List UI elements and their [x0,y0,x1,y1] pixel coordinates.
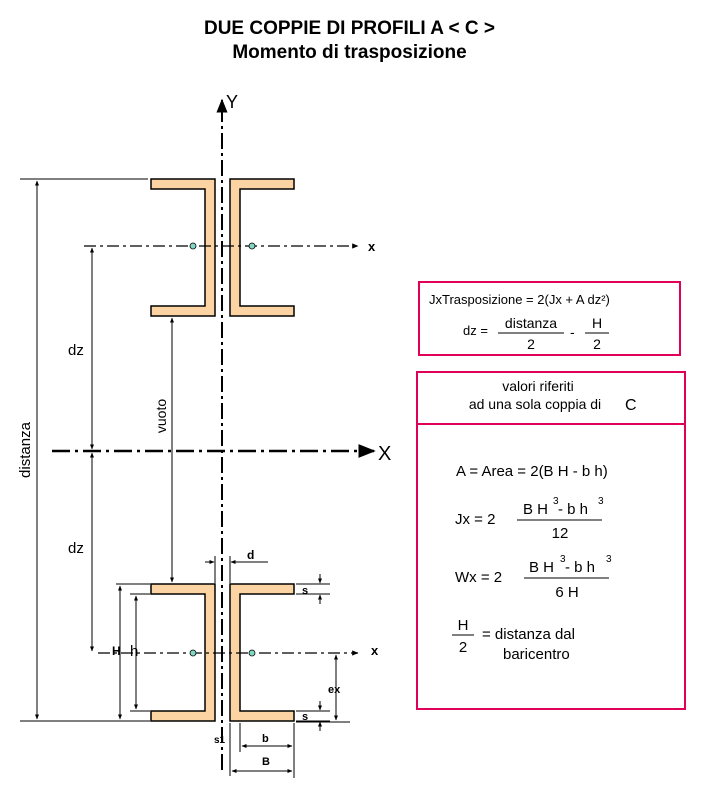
distanza-label: distanza [17,421,34,478]
jx-num-sup1: 3 [553,496,559,507]
bottom-profile-pair [150,583,295,722]
bottom-left-channel [150,583,216,722]
centroid-bottom-right [248,649,256,657]
centroid-top-right [248,242,256,250]
dz-frac1-den: 2 [527,336,535,352]
b-label: b [262,733,269,745]
wx-lhs: Wx = 2 [455,569,502,586]
bottom-right-channel [229,583,295,722]
vuoto-label: vuoto [153,399,169,433]
dz-frac2-den: 2 [593,336,601,352]
dz-lhs: dz = [463,323,488,338]
wx-num-sup1: 3 [560,554,566,565]
jx-num-b: - b h [558,501,588,518]
jx-num-sup2: 3 [598,496,604,507]
ex-label: ex [328,684,341,696]
wx-num-sup2: 3 [606,554,612,565]
wx-num-b: - b h [565,559,595,576]
centroid-top-left [189,242,197,250]
dz-top-label: dz [68,342,84,359]
dz-bottom-label: dz [68,540,84,557]
formula-box: JxTrasposizione = 2(Jx + A dz²) dz = dis… [418,281,681,356]
h2-text-line2: baricentro [503,646,570,663]
top-left-channel [150,178,216,317]
values-box: valori riferiti ad una sola coppia di C … [416,371,686,710]
dz-frac2-num: H [592,315,602,331]
B-label: B [262,756,270,768]
h2-num: H [458,617,469,634]
centroid-markers [189,242,256,657]
s1-label: s1 [214,735,226,746]
jx-num-a: B H [523,501,548,518]
y-axis-label: Y [226,92,238,112]
d-label: d [247,548,254,562]
jx-trasposizione-formula: JxTrasposizione = 2(Jx + A dz²) [429,292,610,307]
dz-frac1-num: distanza [505,315,557,331]
dz-minus: - [570,324,575,340]
page-title: DUE COPPIE DI PROFILI A < C > [203,18,496,39]
h2-text-line1: = distanza dal [482,626,575,643]
s-top-label: s [302,585,308,597]
H-label: H [112,644,121,658]
top-right-channel [229,178,295,317]
x-local-bottom-label: x [371,643,379,658]
area-formula: A = Area = 2(B H - b h) [456,463,608,480]
wx-den: 6 H [555,584,578,601]
centroid-bottom-left [189,649,197,657]
values-header-line1: valori riferiti [502,378,574,394]
page-subtitle: Momento di trasposizione [232,42,467,63]
top-profile-pair [150,178,295,317]
x-axis-label: X [378,443,391,465]
h2-den: 2 [459,639,467,656]
values-header-line2: ad una sola coppia di [469,396,601,412]
jx-den: 12 [552,525,569,542]
jx-lhs: Jx = 2 [455,511,495,528]
x-local-top-label: x [368,239,376,254]
h-label: h [130,643,138,660]
values-header-symbol: C [625,397,637,414]
wx-num-a: B H [529,559,554,576]
s-bottom-label: s [302,711,308,723]
